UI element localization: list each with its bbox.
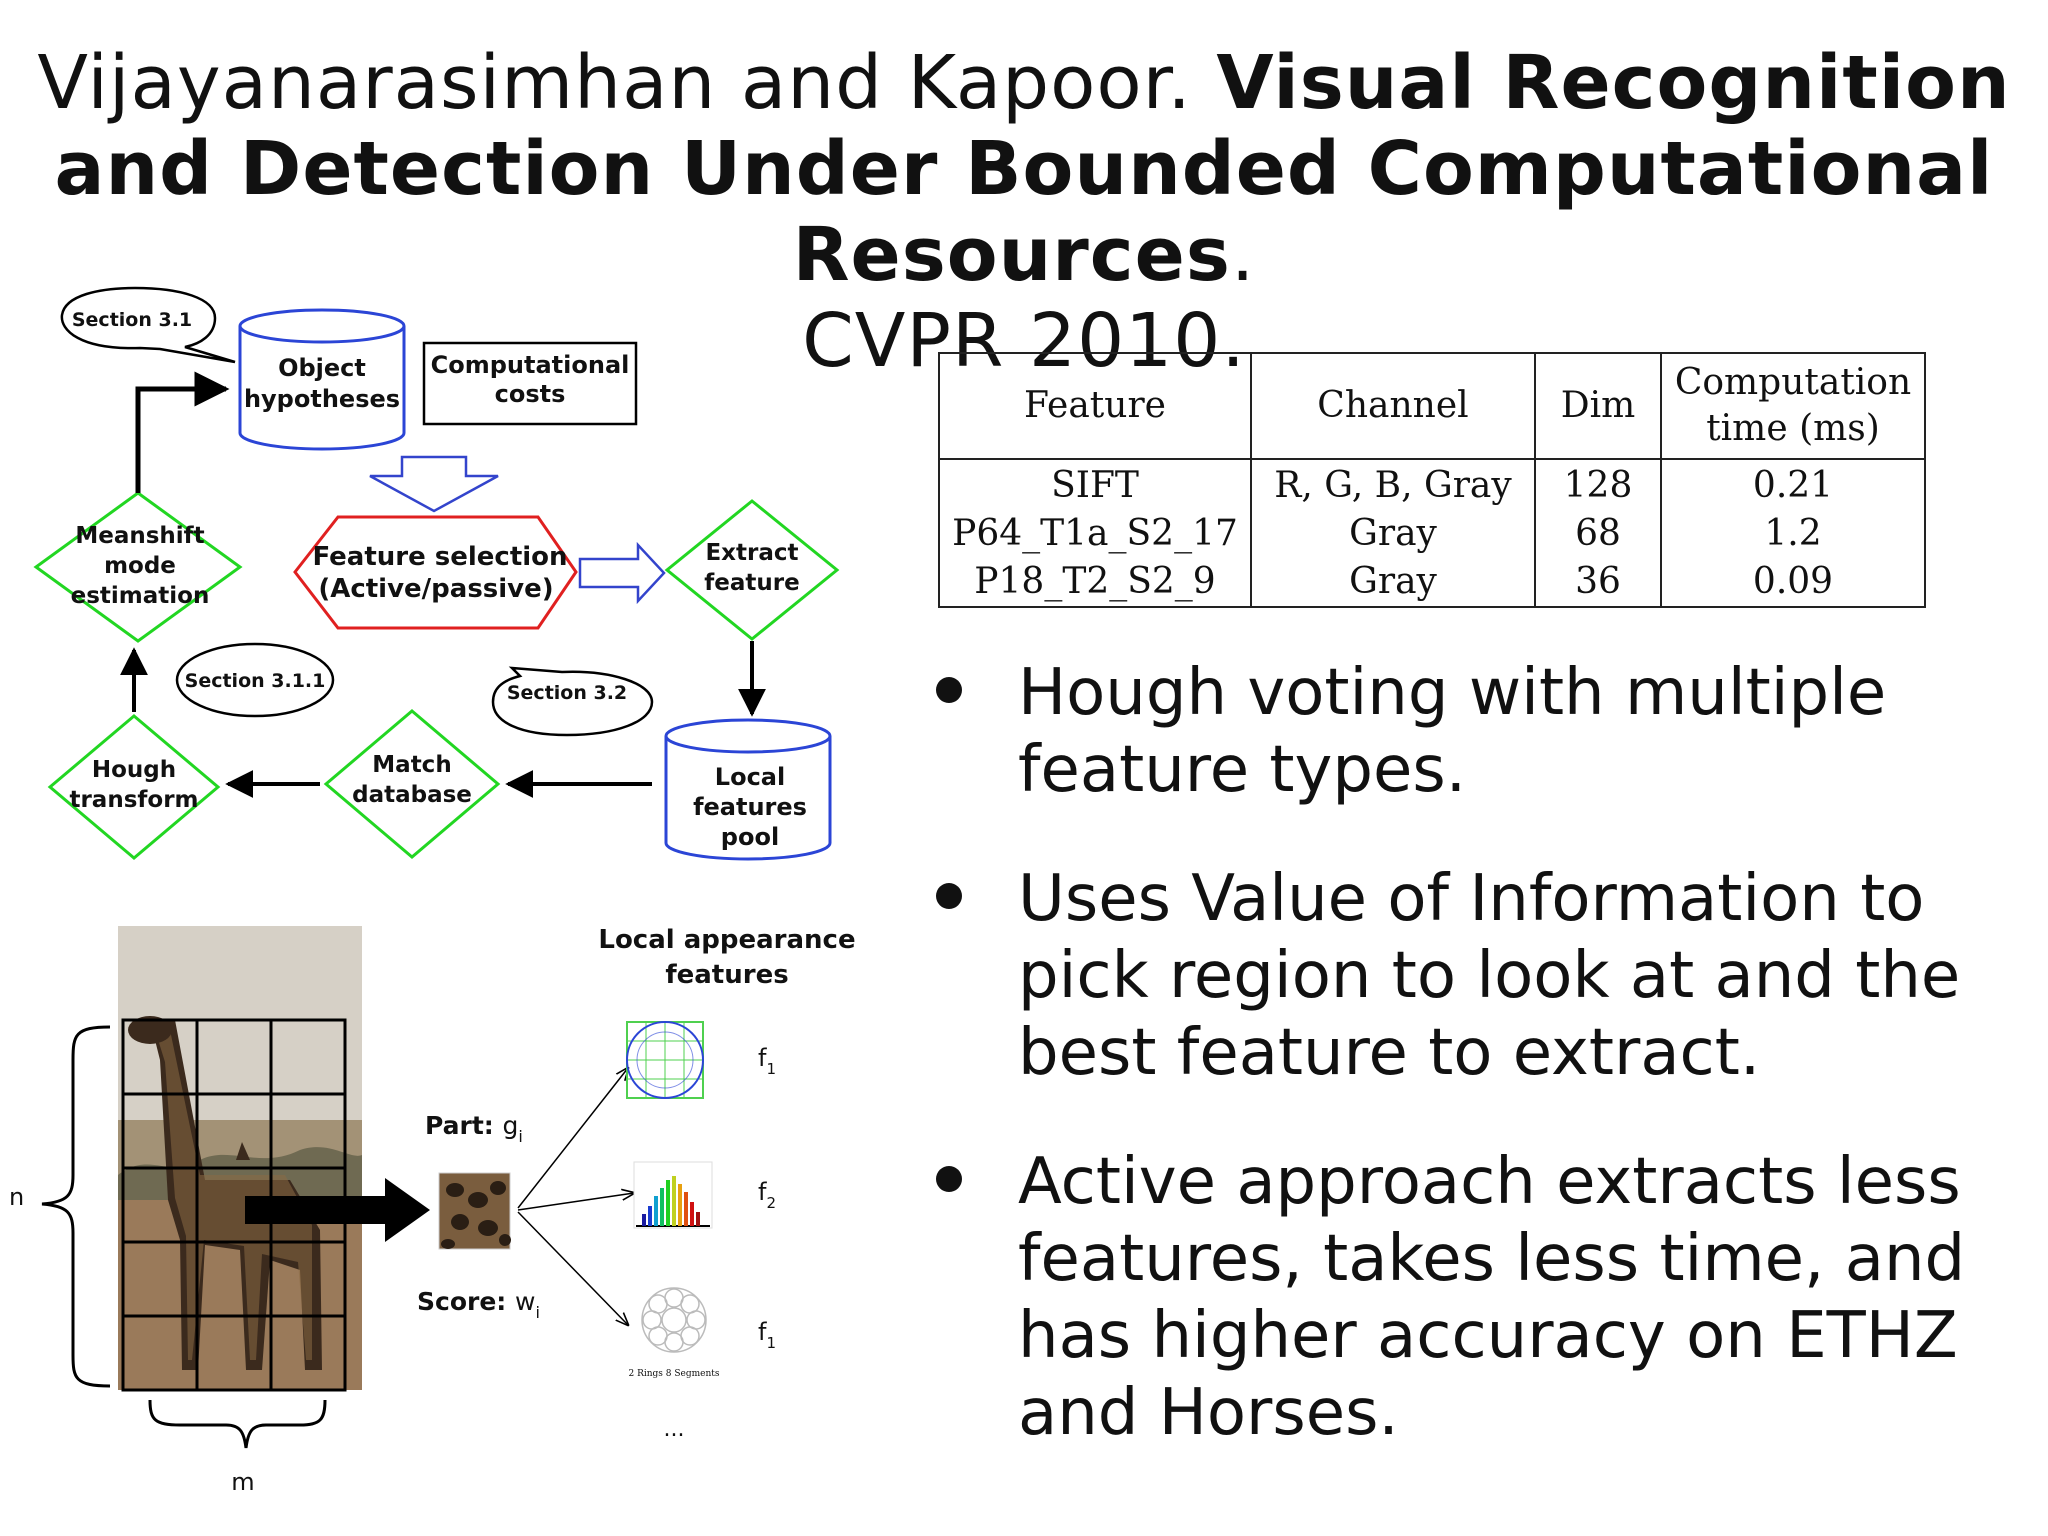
callout-label: Section 3.2 xyxy=(507,682,627,704)
meanshift-diamond: Meanshift mode estimation xyxy=(33,491,243,643)
system-diagram: Section 3.1 Object hypotheses Computatio… xyxy=(9,286,856,1496)
feature-label-f2: f2 xyxy=(758,1178,776,1212)
cell-channel: Gray xyxy=(1250,558,1536,608)
cell-dim: 68 xyxy=(1534,510,1662,558)
feature-selection-hexagon: Feature selection (Active/passive) xyxy=(293,515,578,630)
diamond-label-line: Match xyxy=(372,752,451,778)
match-database-diamond: Match database xyxy=(323,709,501,859)
box-label-line: costs xyxy=(495,380,566,408)
feature-label-f1: f1 xyxy=(758,1044,776,1078)
more-features-ellipsis: ... xyxy=(664,1417,685,1442)
appearance-heading-line: features xyxy=(665,960,788,990)
cell-feature: P64_T1a_S2_17 xyxy=(938,510,1252,558)
part-grid xyxy=(121,1018,347,1392)
title-paper: Visual Recognition and Detection Under B… xyxy=(54,40,2011,298)
db-label-line: Object xyxy=(278,354,366,382)
score-label: Score: wi xyxy=(417,1287,540,1322)
diamond-label-line: database xyxy=(352,782,472,808)
bullet-text: Active approach extracts less features, … xyxy=(1018,1145,1966,1450)
cell-time: 1.2 xyxy=(1660,510,1926,558)
rings-caption: 2 Rings 8 Segments xyxy=(628,1369,719,1379)
col-header-dim: Dim xyxy=(1534,352,1662,460)
local-features-pool-db: Local features pool xyxy=(664,718,832,861)
feature-cost-table: Feature Channel Dim Computation time (ms)… xyxy=(938,352,1926,608)
hex-label-line: Feature selection xyxy=(312,542,567,572)
left-brace xyxy=(41,1025,111,1388)
cell-channel: Gray xyxy=(1250,510,1536,558)
header-line: Computation xyxy=(1674,362,1912,403)
computational-costs-box: Computational costs xyxy=(422,341,638,426)
arrow-part-to-f2 xyxy=(517,1193,634,1211)
callout-label: Section 3.1.1 xyxy=(185,670,326,692)
arrow-part-to-f1 xyxy=(517,1068,628,1209)
title-dot: . xyxy=(1230,212,1256,298)
grid-rows-label: n xyxy=(9,1183,24,1211)
header-line: time (ms) xyxy=(1706,408,1880,449)
bullet-item: Hough voting with multiple feature types… xyxy=(930,655,2010,809)
arrow-meanshift-to-hypotheses xyxy=(135,371,230,493)
giraffe-photo xyxy=(118,926,362,1390)
col-header-feature: Feature xyxy=(938,352,1252,460)
diamond-label-line: Hough xyxy=(92,757,176,783)
slide-title: Vijayanarasimhan and Kapoor. Visual Reco… xyxy=(0,40,2048,384)
bullet-item: Uses Value of Information to pick region… xyxy=(930,861,2010,1092)
bullet-dot-icon xyxy=(936,1166,962,1192)
callout-section-3-2: Section 3.2 xyxy=(491,666,654,737)
grid-cols-label: m xyxy=(231,1468,254,1496)
big-arrow-to-part xyxy=(245,1178,430,1242)
bottom-brace xyxy=(148,1399,327,1449)
table-header-row: Feature Channel Dim Computation time (ms) xyxy=(938,352,1926,460)
table-row: P64_T1a_S2_17 Gray 68 1.2 xyxy=(938,510,1926,558)
title-line-1: Vijayanarasimhan and Kapoor. Visual Reco… xyxy=(0,40,2048,298)
table-row: P18_T2_S2_9 Gray 36 0.09 xyxy=(938,558,1926,608)
cell-dim: 36 xyxy=(1534,558,1662,608)
arrow-part-to-f3 xyxy=(517,1211,628,1325)
title-authors: Vijayanarasimhan and Kapoor. xyxy=(37,40,1217,126)
part-label: Part: gi xyxy=(425,1111,523,1146)
cell-feature: SIFT xyxy=(938,459,1252,510)
callout-section-3-1: Section 3.1 xyxy=(60,286,236,364)
col-header-time: Computation time (ms) xyxy=(1660,352,1926,460)
cell-feature: P18_T2_S2_9 xyxy=(938,558,1252,608)
col-header-channel: Channel xyxy=(1250,352,1536,460)
diamond-label-line: estimation xyxy=(71,583,210,609)
callout-label: Section 3.1 xyxy=(72,309,192,331)
hough-transform-diamond: Hough transform xyxy=(47,714,221,860)
cell-time: 0.09 xyxy=(1660,558,1926,608)
object-hypotheses-db: Object hypotheses xyxy=(238,308,406,451)
bullet-list: Hough voting with multiple feature types… xyxy=(930,655,2010,1504)
feature-label-f3: f1 xyxy=(758,1318,776,1352)
diamond-label-line: transform xyxy=(69,787,198,813)
hollow-down-arrow xyxy=(369,455,499,513)
box-label-line: Computational xyxy=(431,351,630,379)
extract-feature-diamond: Extract feature xyxy=(664,499,840,641)
hex-label-line: (Active/passive) xyxy=(318,574,553,604)
rings-segments-icon xyxy=(641,1287,707,1353)
diamond-label-line: Extract xyxy=(705,540,798,566)
bullet-text: Uses Value of Information to pick region… xyxy=(1018,862,1961,1090)
db-label-line: Local xyxy=(715,763,785,791)
diamond-label-line: Meanshift xyxy=(75,523,204,549)
callout-section-3-1-1: Section 3.1.1 xyxy=(175,642,335,718)
sift-descriptor-icon xyxy=(626,1021,704,1099)
bullet-text: Hough voting with multiple feature types… xyxy=(1018,656,1887,807)
cell-channel: R, G, B, Gray xyxy=(1250,459,1536,510)
bullet-dot-icon xyxy=(936,677,962,703)
diamond-label-line: mode xyxy=(104,553,176,579)
db-label-line: hypotheses xyxy=(244,385,400,413)
cell-dim: 128 xyxy=(1534,459,1662,510)
part-patch xyxy=(438,1172,511,1250)
hollow-right-arrow xyxy=(578,541,666,605)
color-histogram-icon xyxy=(633,1161,713,1229)
cell-time: 0.21 xyxy=(1660,459,1926,510)
db-label-line: pool xyxy=(721,823,779,851)
diamond-label-line: feature xyxy=(704,570,799,596)
appearance-heading-line: Local appearance xyxy=(598,925,855,955)
db-label-line: features xyxy=(693,793,807,821)
bullet-dot-icon xyxy=(936,883,962,909)
bullet-item: Active approach extracts less features, … xyxy=(930,1144,2010,1452)
table-row: SIFT R, G, B, Gray 128 0.21 xyxy=(938,459,1926,510)
